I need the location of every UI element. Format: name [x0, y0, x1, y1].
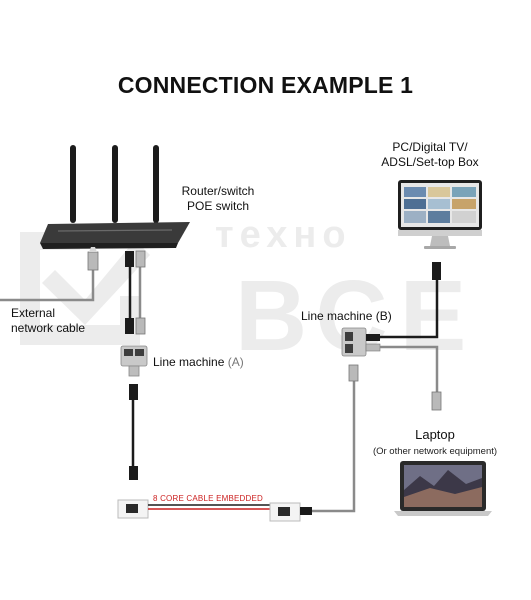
line-machine-a-icon	[120, 345, 148, 377]
line-machine-a-label-tag: (A)	[227, 355, 244, 369]
router-label: Router/switch POE switch	[168, 184, 268, 214]
wall-plate-right	[269, 502, 312, 522]
router-patch-cables	[125, 250, 146, 335]
antenna-middle	[112, 145, 118, 223]
laptop-sublabel: (Or other network equipment)	[372, 446, 498, 457]
router-label-line2: POE switch	[186, 199, 249, 213]
page-title: CONNECTION EXAMPLE 1	[117, 72, 414, 98]
antenna-right	[153, 145, 159, 223]
watermark-text-top: техно	[215, 214, 352, 256]
wall-plate-left	[117, 499, 270, 519]
antenna-left	[70, 145, 76, 223]
pc-label: PC/Digital TV/ ADSL/Set-top Box	[365, 140, 495, 170]
line-machine-a-label: Line machine (A)	[153, 355, 273, 370]
cable-label: 8 CORE CABLE EMBEDDED	[153, 494, 264, 503]
cable-b-up	[312, 364, 359, 513]
cable-a-down	[129, 384, 138, 480]
router-antennas	[70, 145, 159, 223]
router-label-line1: Router/switch	[181, 184, 255, 198]
external-cable-label-line2: network cable	[11, 321, 86, 335]
line-machine-a-label-name: Line machine	[153, 355, 225, 369]
monitor-icon	[398, 180, 482, 249]
laptop-label: Laptop	[415, 427, 455, 442]
pc-label-line1: PC/Digital TV/	[392, 140, 468, 154]
external-cable-label: External network cable	[11, 306, 111, 336]
cables-b-out	[380, 262, 442, 411]
laptop-icon	[394, 461, 492, 516]
line-machine-b-icon	[341, 327, 381, 357]
router-icon	[40, 222, 190, 249]
external-cable-label-line1: External	[11, 306, 56, 320]
pc-label-line2: ADSL/Set-top Box	[381, 155, 479, 169]
external-cable	[0, 247, 99, 302]
line-machine-b-label: Line machine (B)	[301, 309, 392, 323]
